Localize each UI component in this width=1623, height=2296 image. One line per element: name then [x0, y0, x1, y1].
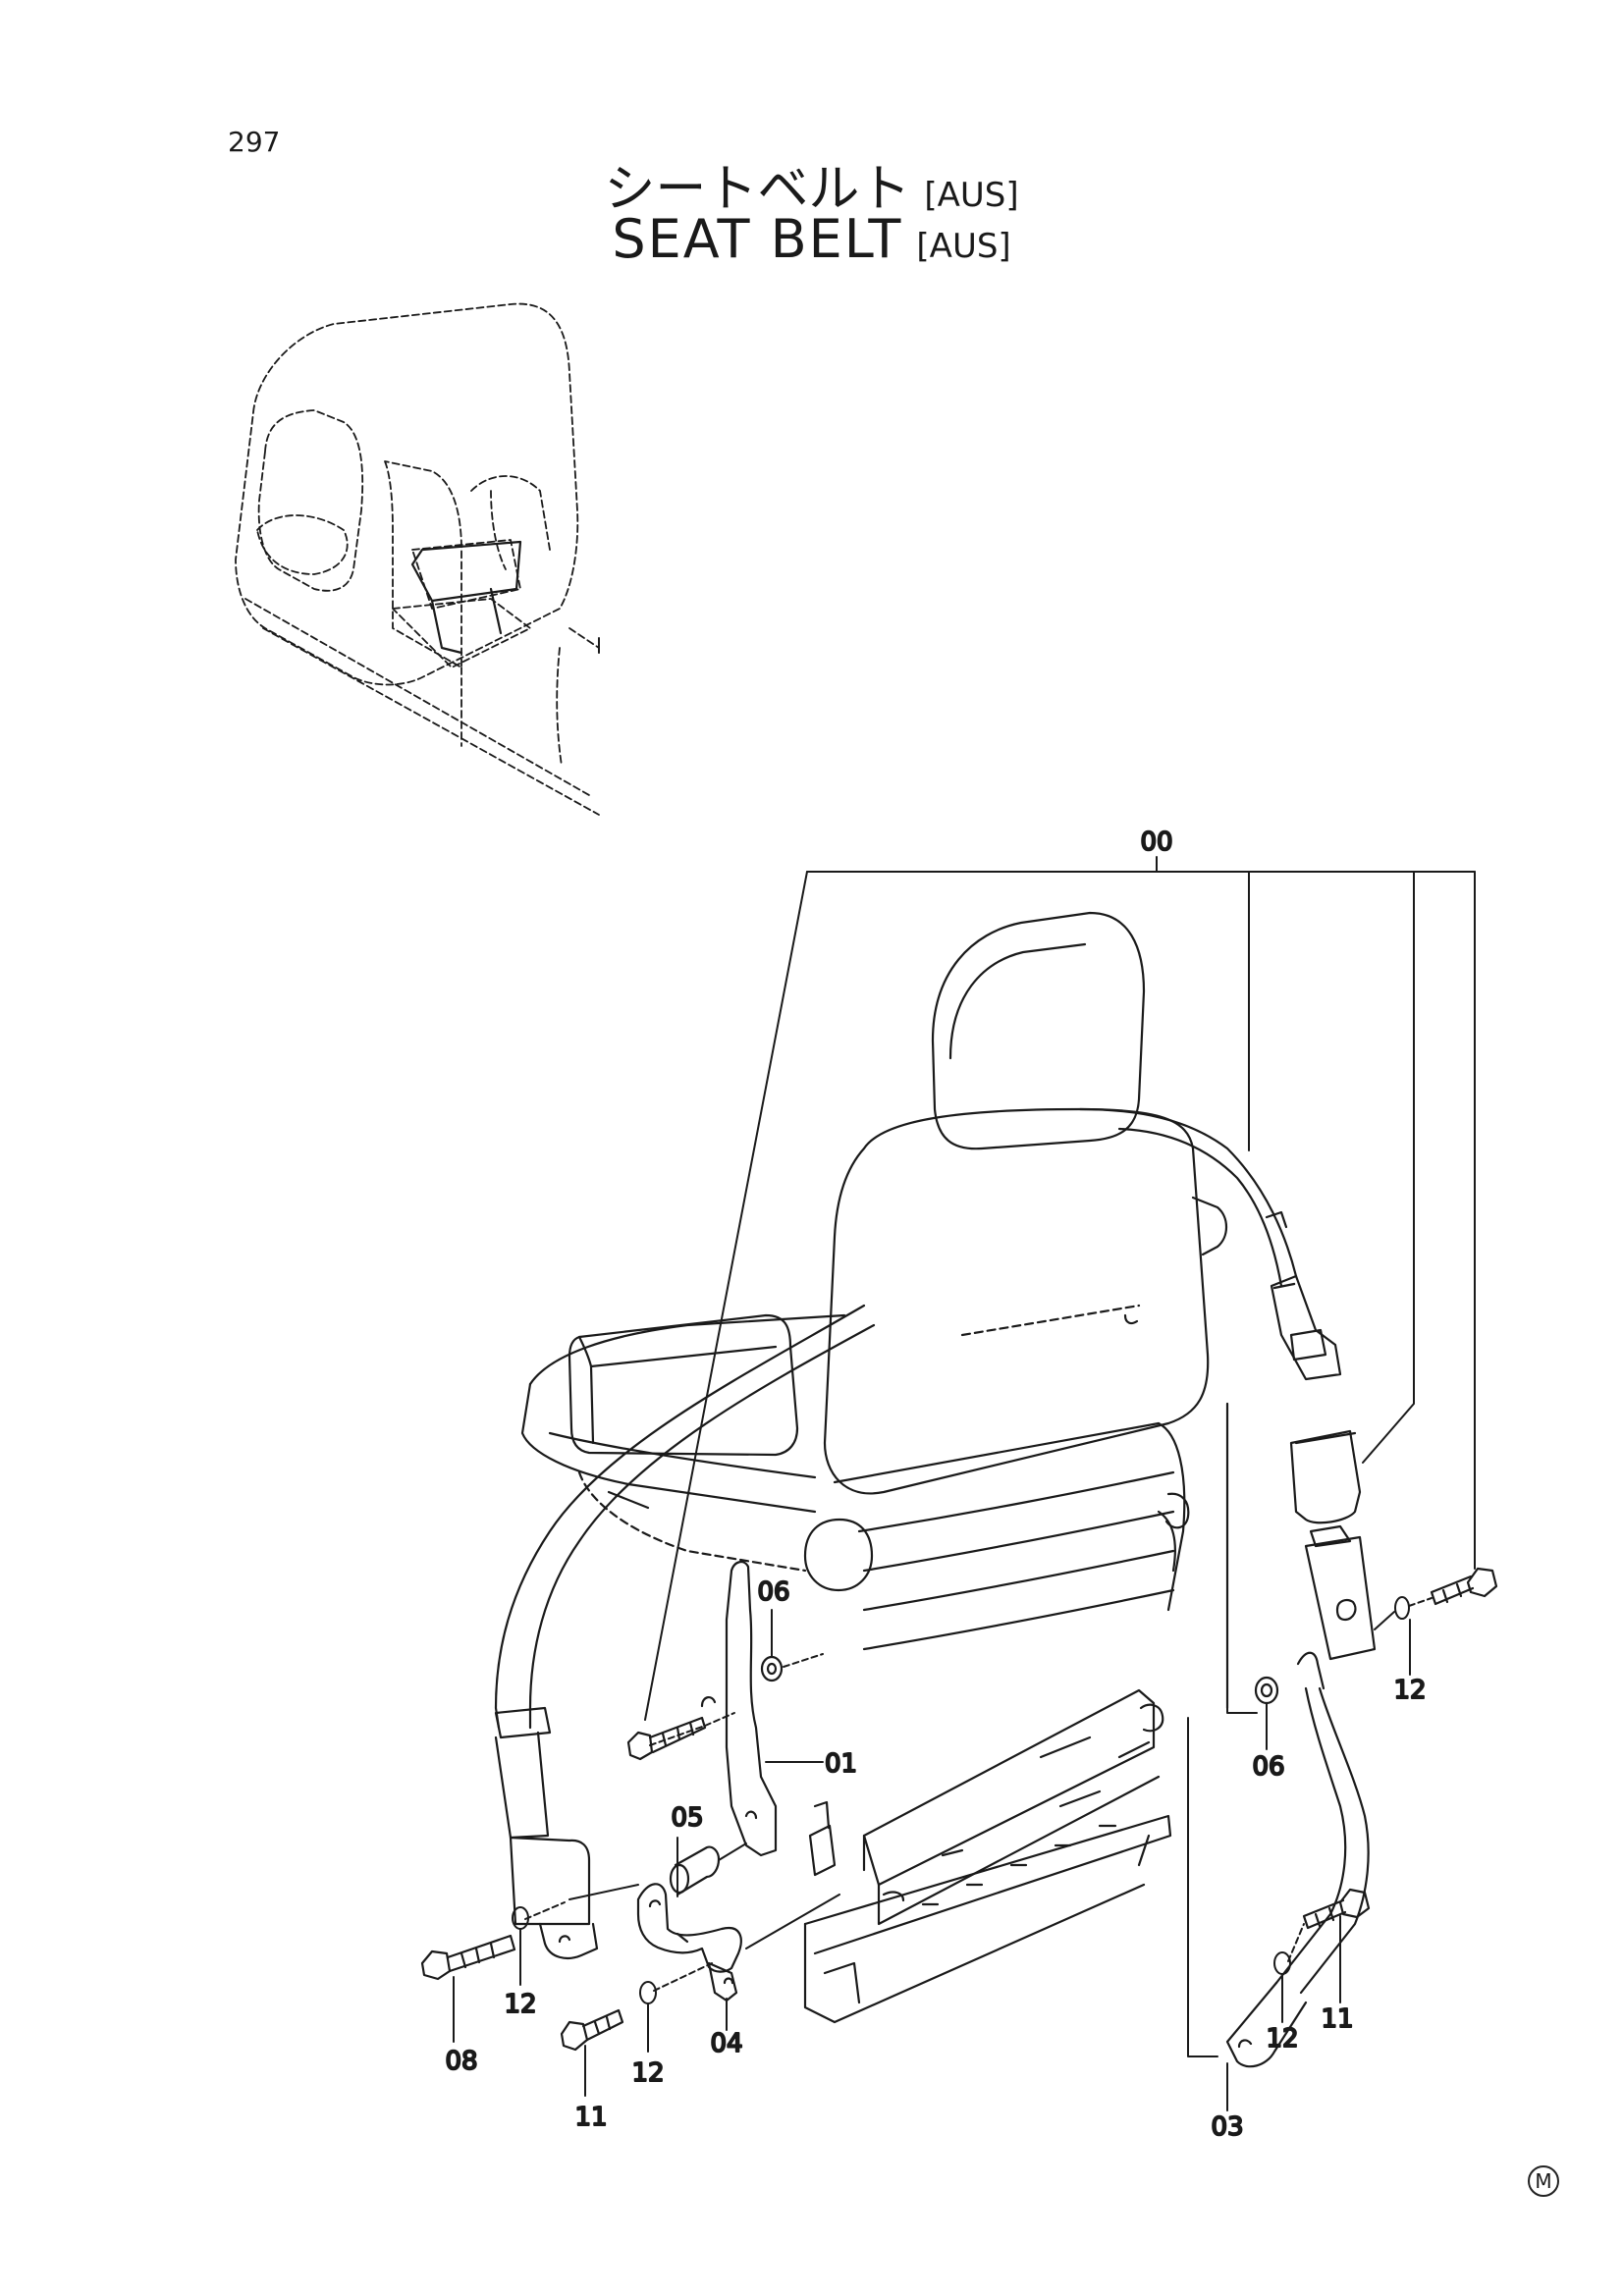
- bracket-plate-04: [636, 1883, 742, 2002]
- seat-belt-straps: [494, 1107, 1377, 2068]
- callout-00: 00: [1140, 828, 1172, 857]
- title-japanese-region-tag: [AUS]: [924, 176, 1019, 215]
- callout-05: 05: [671, 1803, 703, 1833]
- bolt-buckle-anchor: [1430, 1567, 1498, 1606]
- title-english-text: SEAT BELT: [612, 208, 903, 270]
- washer-06-right: [1254, 1676, 1279, 1705]
- leader-lines: [453, 856, 1476, 2111]
- cab-inset-illustration: [235, 302, 600, 816]
- callout-12-buckle: 12: [1393, 1676, 1426, 1705]
- callout-11-center: 11: [574, 2103, 607, 2132]
- callout-12-right-lower: 12: [1266, 2024, 1298, 2054]
- callout-06-upper: 06: [757, 1577, 789, 1607]
- callout-12-left: 12: [504, 1990, 536, 2019]
- page-number: 297: [228, 126, 281, 158]
- callout-04: 04: [710, 2029, 742, 2058]
- title-english: SEAT BELT [AUS]: [0, 208, 1623, 270]
- washer-06-upper: [760, 1655, 784, 1682]
- callout-08: 08: [445, 2047, 477, 2076]
- bolt-08: [420, 1934, 516, 1981]
- title-english-region-tag: [AUS]: [916, 227, 1011, 266]
- callout-03: 03: [1211, 2112, 1243, 2142]
- bolt-11-center: [560, 2008, 624, 2052]
- seat-rail-base: [803, 1688, 1172, 2024]
- washer-12-right-lower: [1273, 1951, 1291, 1975]
- corner-m-mark: M: [1528, 2165, 1559, 2197]
- title-japanese-text: シートベルト: [604, 160, 911, 219]
- seat-illustration: [520, 911, 1229, 1710]
- bracket-01: [700, 1561, 778, 1857]
- bolt-under-armrest: [626, 1716, 707, 1761]
- callout-06-right: 06: [1252, 1752, 1284, 1782]
- callout-11-right: 11: [1321, 2004, 1353, 2034]
- callout-01: 01: [825, 1749, 857, 1779]
- cab-seat-hint: [410, 540, 522, 655]
- washer-12-buckle: [1394, 1596, 1410, 1620]
- washer-12-center: [639, 1981, 657, 2004]
- callout-12-center: 12: [631, 2058, 664, 2088]
- bolt-11-right: [1302, 1888, 1371, 1930]
- title-japanese: シートベルト [AUS]: [0, 147, 1623, 221]
